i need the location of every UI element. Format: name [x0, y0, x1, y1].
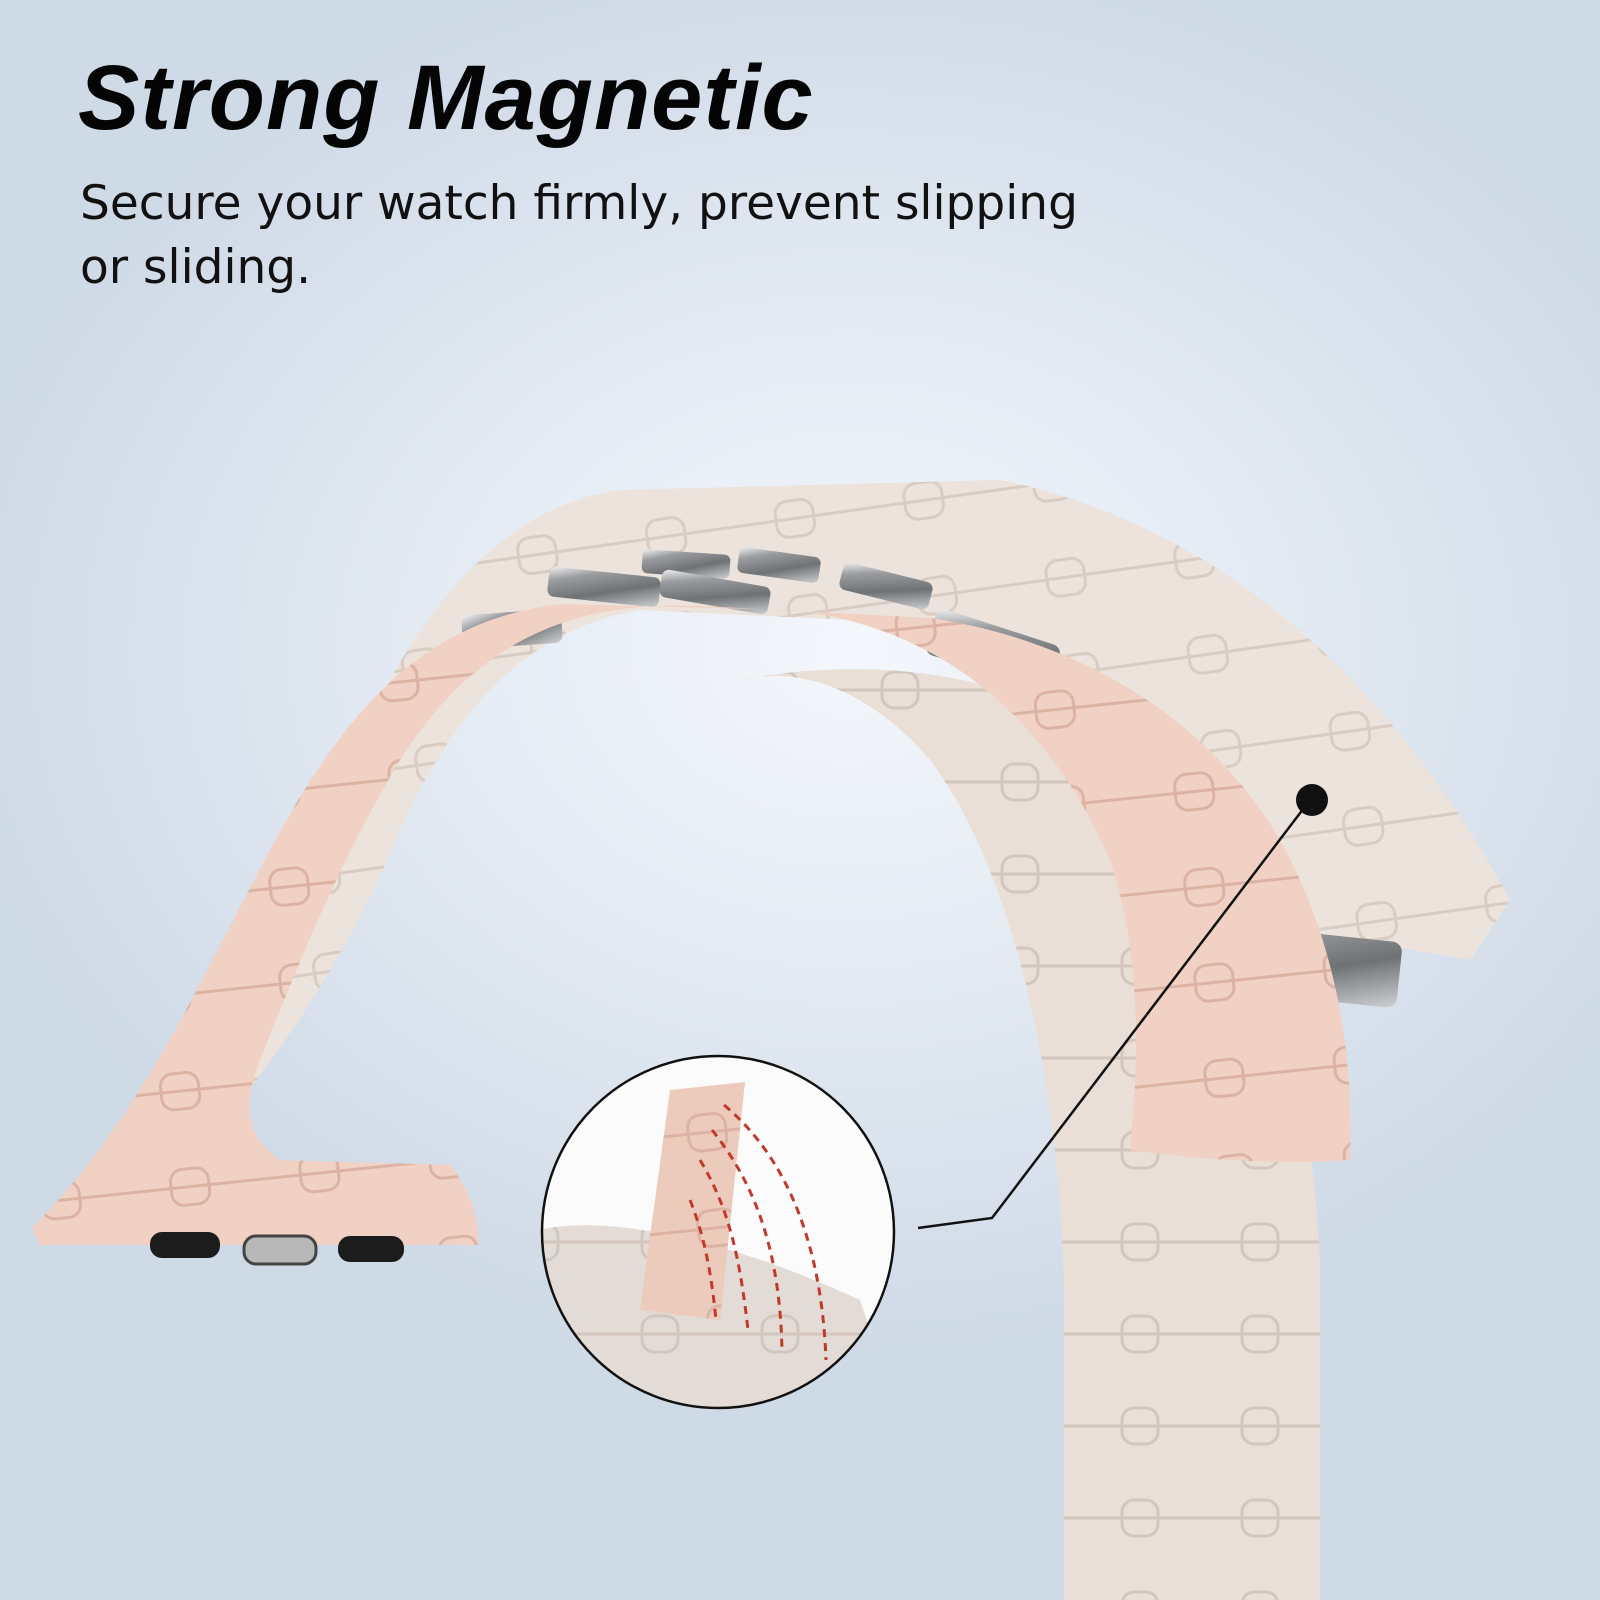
pink-band-front — [32, 604, 1351, 1245]
zoom-inset — [540, 1054, 896, 1410]
band-connector — [150, 1232, 404, 1266]
band-connector-pin — [150, 1232, 220, 1258]
magnet-bar — [737, 547, 821, 583]
callout-dot — [1296, 784, 1328, 816]
magnet-bar — [839, 562, 933, 610]
band-connector-pin — [242, 1234, 318, 1266]
subhead: Secure your watch firmly, prevent slippi… — [80, 176, 1078, 295]
magnetic-attraction-lines — [688, 1103, 828, 1361]
callout — [917, 784, 1328, 1230]
callout-line — [917, 799, 1311, 1230]
headline: Strong Magnetic — [78, 47, 814, 149]
magnet-bar — [547, 566, 661, 608]
magnet-bar — [641, 549, 731, 579]
band-connector-pin — [338, 1236, 404, 1262]
magnet-bar — [659, 569, 771, 615]
